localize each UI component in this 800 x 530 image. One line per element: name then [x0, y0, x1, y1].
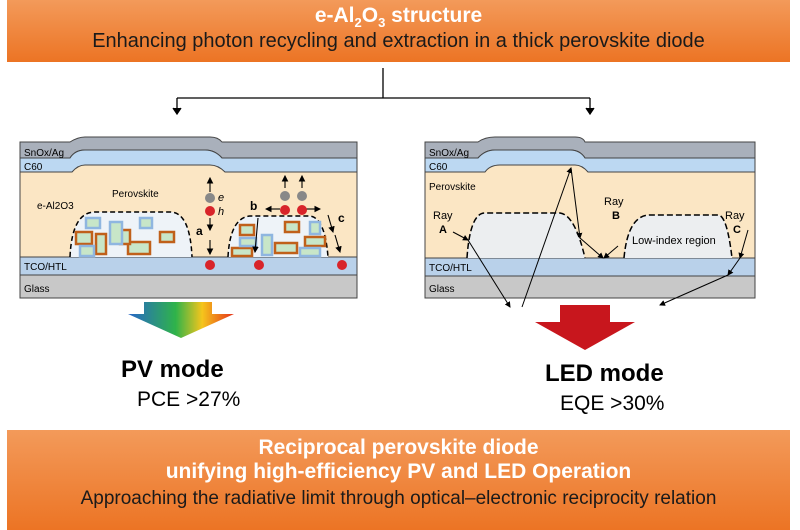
led-light-out-arrow	[535, 305, 635, 350]
pv-light-in-arrow	[128, 302, 234, 338]
ray-c-letter: C	[733, 224, 741, 236]
layer-label-sno: SnOx/Ag	[24, 148, 64, 159]
led-layer-label-glass: Glass	[429, 284, 455, 295]
charge-carriers	[205, 191, 347, 270]
path-a-label: a	[196, 224, 203, 238]
led-mode-label: LED mode	[545, 360, 664, 387]
ray-a-letter: A	[439, 224, 447, 236]
led-layer-label-perovskite: Perovskite	[429, 182, 476, 193]
pv-metric: PCE >27%	[137, 388, 241, 411]
header-subtitle: Enhancing photon recycling and extractio…	[92, 30, 705, 53]
led-layer-label-c60: C60	[429, 162, 448, 173]
eal-label: e-Al2O3	[37, 201, 74, 212]
ray-b-letter: B	[612, 210, 620, 222]
footer-banner: Reciprocal perovskite diode unifying hig…	[7, 430, 790, 530]
hole-label: h	[218, 206, 224, 218]
footer-line1: Reciprocal perovskite diode	[258, 436, 539, 459]
layer-label-c60: C60	[24, 162, 43, 173]
pv-device-stack: SnOx/Ag C60 TCO/HTL Glass e-Al2O3 Perovs…	[19, 136, 358, 299]
footer-line3: Approaching the radiative limit through …	[80, 488, 717, 509]
connector-lines	[172, 68, 595, 116]
path-b-label: b	[250, 199, 257, 213]
perovskite-label: Perovskite	[112, 189, 159, 200]
led-layer-label-tco: TCO/HTL	[429, 263, 472, 274]
carrier-arrows	[206, 174, 342, 256]
low-index-region-label: Low-index region	[632, 235, 716, 247]
path-c-label: c	[338, 211, 345, 225]
led-metric: EQE >30%	[560, 392, 665, 415]
footer-line2: unifying high-efficiency PV and LED Oper…	[165, 460, 632, 483]
pv-mode-label: PV mode	[121, 356, 224, 383]
led-layer-label-sno: SnOx/Ag	[429, 148, 469, 159]
led-device-stack: SnOx/Ag C60 Perovskite TCO/HTL Glass Ray…	[424, 136, 756, 308]
ray-c-label: Ray	[725, 210, 745, 222]
ray-a-label: Ray	[433, 210, 453, 222]
header-banner: e-Al2O3 structure Enhancing photon recyc…	[7, 0, 790, 62]
layer-label-tco: TCO/HTL	[24, 262, 67, 273]
perovskite-grains	[74, 220, 327, 258]
layer-label-glass: Glass	[24, 284, 50, 295]
electron-label: e	[218, 192, 224, 204]
light-rays	[452, 167, 749, 308]
header-title: e-Al2O3 structure	[314, 4, 483, 31]
ray-b-label: Ray	[604, 196, 624, 208]
